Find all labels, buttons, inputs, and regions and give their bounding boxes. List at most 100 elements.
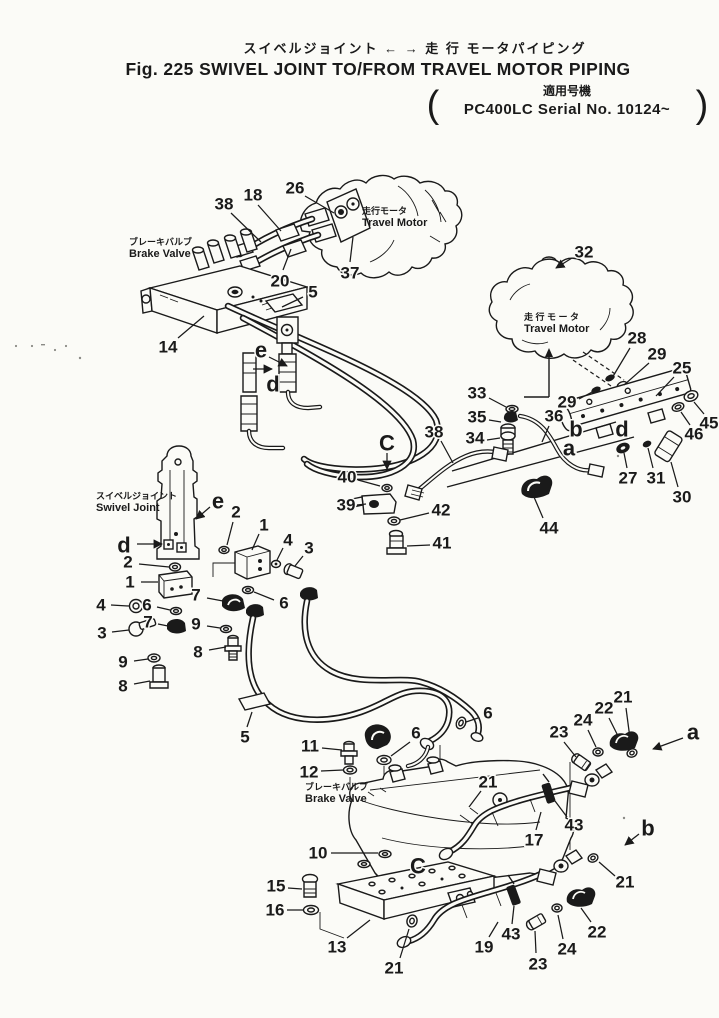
leader-line-21 — [598, 861, 616, 877]
callout-19: 19 — [475, 938, 494, 957]
callout-d: d — [117, 533, 130, 558]
leader-line-28 — [611, 347, 631, 379]
leader-line-21 — [625, 707, 632, 747]
serial-number: PC400LC Serial No. 10124~ — [464, 101, 670, 118]
pipe-core — [407, 872, 543, 943]
callout-40: 40 — [338, 468, 357, 487]
leader-line-6 — [465, 717, 479, 723]
callout-16: 16 — [266, 901, 285, 920]
callout-8: 8 — [193, 643, 202, 662]
leader-line-2 — [226, 521, 234, 546]
leader-line-8 — [208, 646, 227, 651]
right-assembly — [351, 256, 699, 555]
leader-line-38 — [230, 212, 262, 243]
leader-line-20 — [282, 248, 292, 271]
plate-5-art — [264, 293, 304, 313]
bolt-23-lower-art — [525, 913, 547, 931]
leader-line-24 — [557, 914, 564, 940]
callout-22: 22 — [595, 699, 614, 718]
callout-6: 6 — [483, 704, 492, 723]
leader-line-45 — [693, 401, 705, 415]
plate-13-art — [335, 861, 497, 920]
arrow-line-a — [652, 737, 684, 751]
callout-7: 7 — [191, 586, 200, 605]
leader-line-4 — [110, 604, 130, 607]
label-travel-motor-top-en: Travel Motor — [362, 217, 428, 229]
callout-3: 3 — [304, 539, 313, 558]
pipe-core — [241, 316, 416, 479]
leader-line-3 — [111, 629, 130, 633]
leader-line-41 — [406, 544, 431, 547]
leader-line-39 — [356, 503, 367, 506]
leader-line-24 — [587, 729, 597, 748]
leader-line-33 — [488, 397, 507, 408]
swivel-joint-art — [156, 445, 200, 560]
leader-line-11 — [321, 747, 343, 751]
callout-6: 6 — [142, 596, 151, 615]
leader-line-13 — [346, 919, 371, 939]
callout-43: 43 — [502, 925, 521, 944]
callout-42: 42 — [432, 501, 451, 520]
serial-paren-open: ( — [427, 84, 440, 126]
leader-line-5 — [281, 296, 304, 308]
leader-line-2 — [138, 563, 170, 568]
label-brake-valve-bottom-en: Brake Valve — [305, 793, 367, 805]
leader-line-43 — [511, 905, 515, 925]
sleeve-30-art — [654, 430, 683, 463]
callout-21: 21 — [385, 959, 404, 978]
callout-1: 1 — [259, 516, 268, 535]
callout-15: 15 — [267, 877, 286, 896]
pipe-core — [519, 415, 592, 472]
callout-9: 9 — [118, 653, 127, 672]
leader-line-46 — [680, 411, 691, 426]
leader-line-7 — [206, 597, 224, 602]
fitting-8-right-art — [224, 634, 242, 661]
leader-line-42 — [399, 512, 430, 521]
callout-35: 35 — [468, 408, 487, 427]
bottom-assembly — [301, 724, 639, 949]
leader-line-8 — [133, 680, 151, 685]
callout-31: 31 — [647, 469, 666, 488]
callout-4: 4 — [283, 531, 293, 550]
leader-line-17 — [535, 811, 542, 831]
top-left-assembly — [140, 174, 463, 481]
callout-a: a — [563, 436, 576, 461]
callout-25: 25 — [673, 359, 692, 378]
callout-12: 12 — [300, 763, 319, 782]
bolt-41-art — [386, 529, 407, 555]
label-travel-motor-top-jp: 走行モータ — [361, 205, 407, 216]
arrow-line-e — [268, 356, 288, 367]
callout-44: 44 — [540, 519, 559, 538]
figure-title-jp: スイベルジョイント ← → 走 行 モータパイピング — [243, 41, 586, 56]
figure-header: スイベルジョイント ← → 走 行 モータパイピング Fig. 225 SWIV… — [125, 41, 708, 126]
pipe-core — [416, 450, 502, 492]
leader-line-34 — [486, 437, 501, 441]
callout-d: d — [615, 417, 628, 442]
callout-6: 6 — [279, 594, 288, 613]
label-swivel-joint-en: Swivel Joint — [96, 502, 160, 514]
diagram-artwork — [14, 174, 699, 949]
callout-17: 17 — [525, 831, 544, 850]
hose-19-art — [396, 849, 584, 949]
label-brake-valve-top-jp: ブレーキバルブ — [129, 236, 192, 247]
callout-22: 22 — [588, 923, 607, 942]
pipe-core — [226, 304, 440, 472]
callout-27: 27 — [619, 469, 638, 488]
elbow-39-art — [351, 493, 397, 515]
callout-43: 43 — [565, 816, 584, 835]
callout-23: 23 — [550, 723, 569, 742]
pipe-core — [248, 430, 284, 449]
leader-line-23 — [534, 930, 537, 954]
callout-8: 8 — [118, 677, 127, 696]
leader-line-18 — [257, 204, 282, 232]
leader-line-36 — [541, 425, 550, 443]
callout-45: 45 — [700, 414, 719, 433]
pipe-core — [303, 599, 481, 735]
swivel-joint-assembly — [128, 445, 484, 769]
leader-line-40 — [357, 479, 381, 487]
callout-11: 11 — [301, 737, 319, 756]
leader-line-14 — [177, 315, 205, 339]
fitting-e-art — [276, 316, 323, 411]
